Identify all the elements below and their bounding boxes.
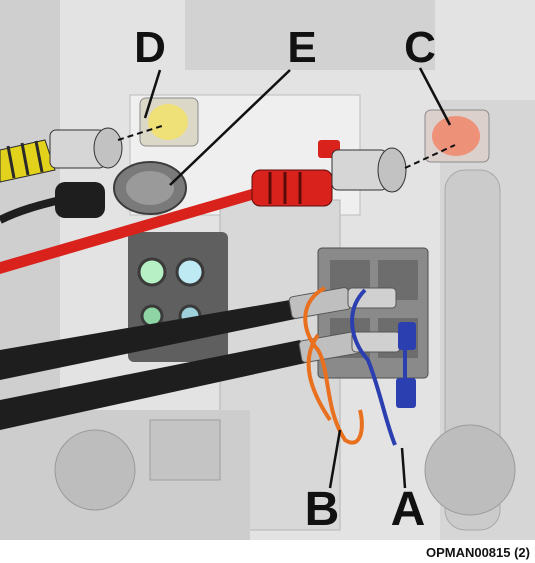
- socket-c: [424, 109, 490, 163]
- callout-b: B: [305, 483, 340, 536]
- callout-e: E: [287, 23, 316, 72]
- yellow-coupler-icon: [0, 127, 123, 183]
- leader-e: [169, 69, 291, 186]
- hydraulic-coupler-block: [317, 247, 429, 379]
- connection-hints: [117, 124, 456, 169]
- figure-id-label: OPMAN00815 (2): [426, 545, 530, 560]
- seven-pin-socket-icon: [113, 161, 187, 215]
- green-indicator-light: [137, 257, 167, 287]
- leader-a: [400, 447, 407, 489]
- callout-d: D: [134, 23, 166, 72]
- leader-c: [418, 67, 452, 126]
- red-coupler-icon: [251, 140, 407, 207]
- socket-d: [139, 97, 199, 147]
- machine-background: [0, 0, 535, 540]
- dust-cap-b-orange: [303, 286, 364, 445]
- leader-d: [143, 69, 162, 119]
- black-plug-icon: [0, 182, 105, 224]
- leader-b: [328, 429, 342, 489]
- leader-lines: [143, 67, 452, 489]
- hydraulic-hoses: [0, 287, 401, 430]
- dust-cap-a-blue: [350, 288, 416, 446]
- cyan-indicator-light: [175, 257, 205, 287]
- red-cable: [0, 188, 259, 274]
- callout-c: C: [404, 23, 436, 72]
- callout-a: A: [391, 483, 426, 536]
